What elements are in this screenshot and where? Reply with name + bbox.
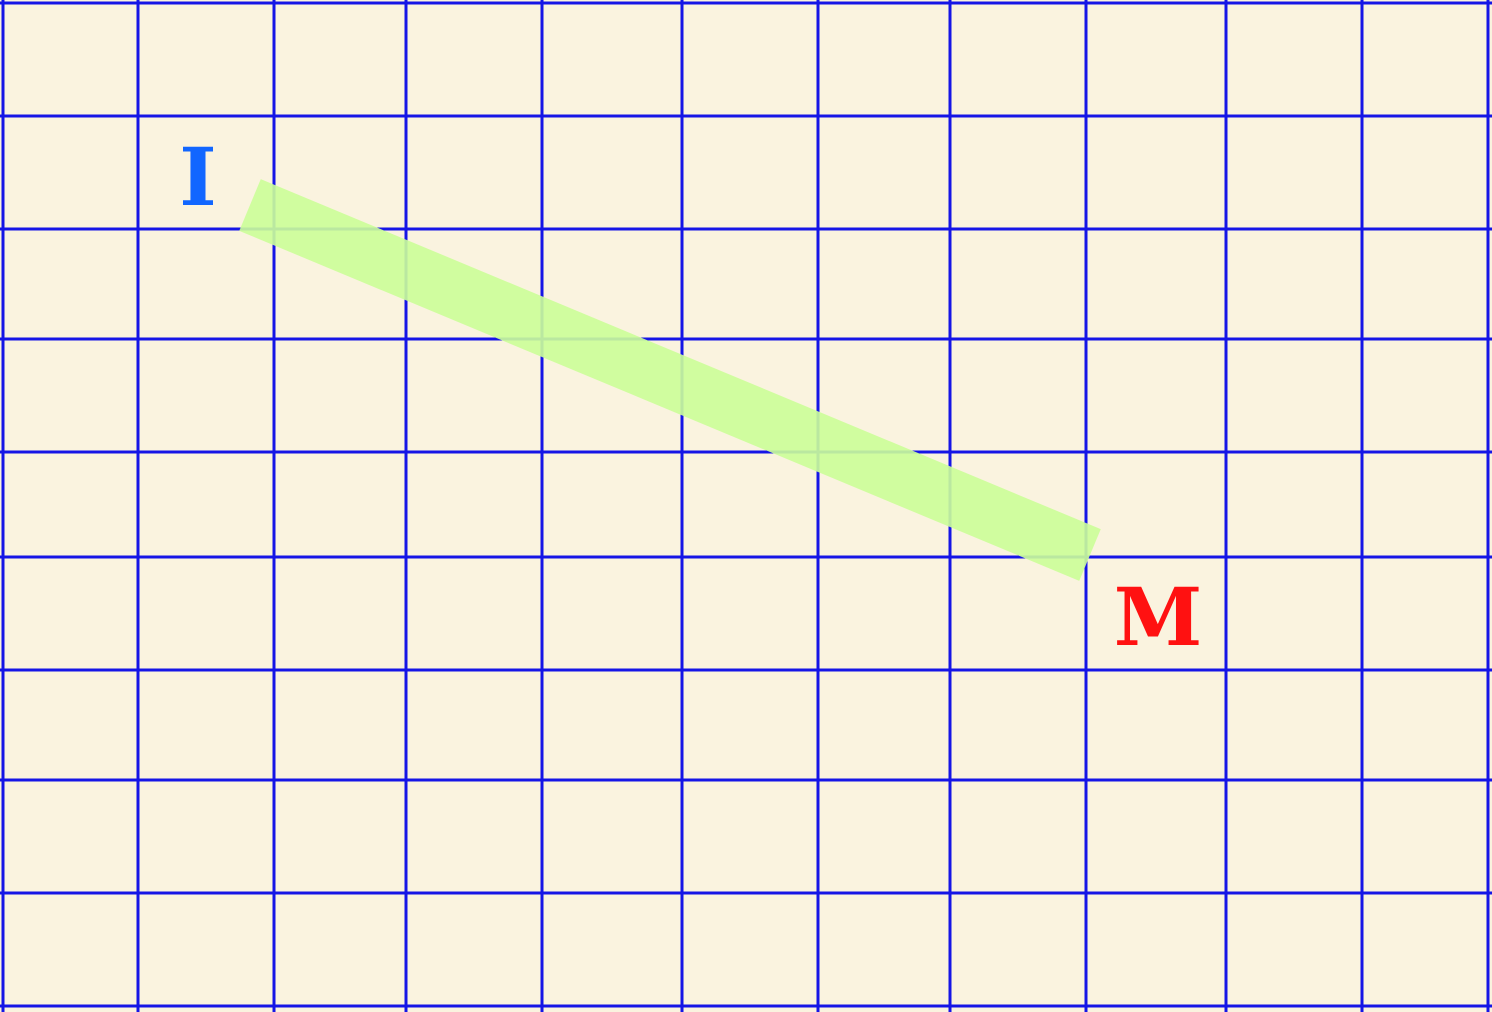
- point-label-m: M: [1114, 570, 1203, 664]
- point-label-i: I: [179, 130, 216, 224]
- segment-i-m: [239, 179, 1101, 581]
